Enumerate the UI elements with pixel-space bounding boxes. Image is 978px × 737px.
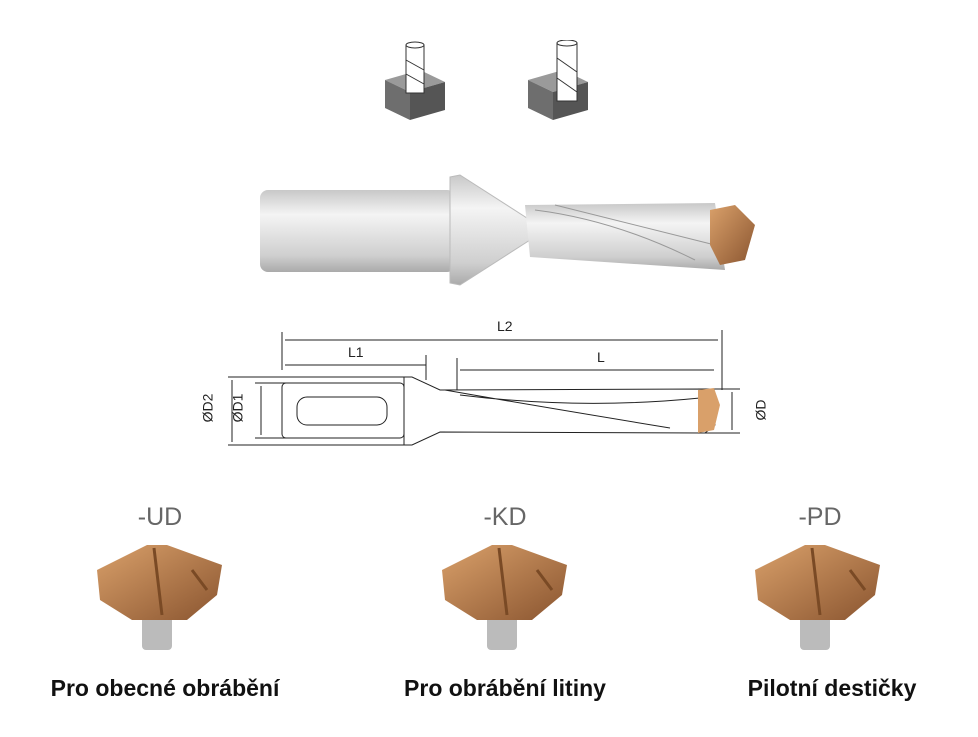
insert-caption-ud: Pro obecné obrábění [50,675,280,701]
through-hole-drilling-icon [528,40,588,120]
insert-pd-image [755,545,880,650]
insert-grade-pd: -PD [798,503,842,531]
dim-D1: ØD1 [229,393,246,423]
insert-caption-kd: Pro obrábění litiny [404,675,606,701]
insert-ud-image [97,545,222,650]
dim-L2: L2 [497,318,513,334]
dimension-drawing [228,330,740,446]
dim-L: L [597,349,605,365]
dim-L1: L1 [348,344,364,360]
insert-grade-ud: -UD [137,503,183,531]
dim-D: ØD [752,399,769,421]
insert-kd-image [442,545,567,650]
drill-photo [260,174,755,286]
insert-grade-kd: -KD [483,503,527,531]
insert-caption-pd: Pilotní destičky [747,675,917,701]
dim-D2: ØD2 [199,393,216,423]
blind-hole-drilling-icon [385,41,445,120]
